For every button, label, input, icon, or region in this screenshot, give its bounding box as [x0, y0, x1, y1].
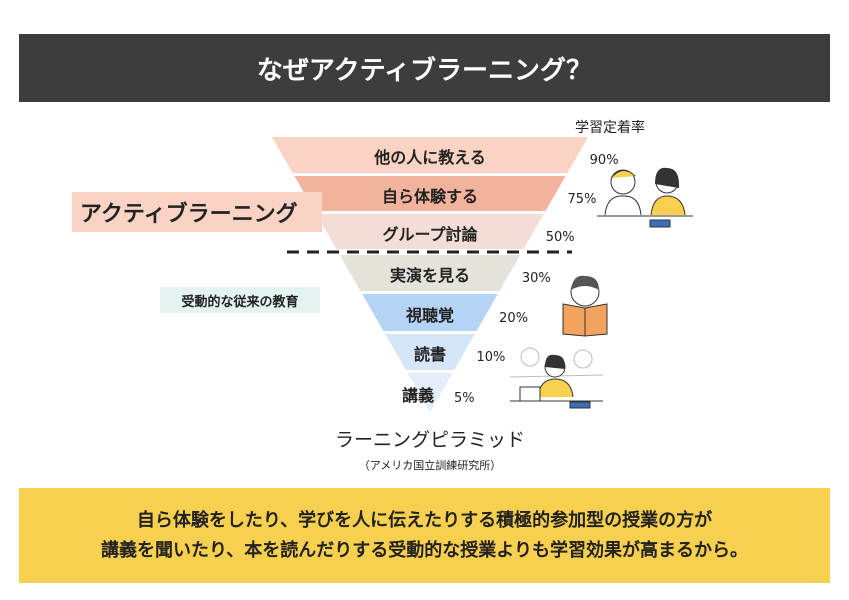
conclusion-banner: 自ら体験をしたり、学びを人に伝えたりする積極的参加型の授業の方が 講義を聞いたり…	[19, 488, 830, 583]
pyramid-level-rate: 5%	[454, 390, 475, 406]
pyramid-level-band	[294, 176, 566, 211]
student-reading-illustration	[562, 275, 608, 337]
student-lecture-illustration	[509, 347, 604, 409]
pyramid-level-rate: 10%	[476, 350, 506, 365]
pyramid-level-band	[362, 294, 498, 331]
pyramid-level-label: 講義	[401, 385, 435, 405]
retention-rate-heading: 学習定着率	[575, 120, 645, 136]
pyramid-level-rate: 50%	[545, 229, 575, 245]
passive-education-label: 受動的な従来の教育	[160, 287, 320, 313]
pyramid-title: ラーニングピラミッド	[334, 429, 526, 451]
students-discussing-illustration	[597, 167, 693, 228]
active-learning-label: アクティブラーニング	[72, 192, 322, 232]
pyramid-level-band	[385, 334, 475, 370]
page-title: なぜアクティブラーニング？	[19, 34, 830, 102]
pyramid-level-rate: 90%	[589, 153, 619, 168]
pyramid-level-label: 他の人に教える	[374, 148, 486, 167]
pyramid-level-band	[407, 373, 453, 412]
pyramid-level-label: 自ら体験する	[381, 186, 479, 206]
pyramid-level-label: 実演を見る	[389, 266, 471, 285]
conclusion-line-1: 自ら体験をしたり、学びを人に伝えたりする積極的参加型の授業の方が	[136, 509, 713, 531]
pyramid-level-label: 視聴覚	[405, 305, 455, 325]
pyramid-level-band	[316, 214, 544, 249]
pyramid-level-label: 読書	[413, 345, 447, 364]
pyramid-level-rate: 75%	[567, 191, 597, 207]
pyramid-level-band	[272, 137, 588, 173]
pyramid-level-rate: 30%	[521, 271, 551, 286]
conclusion-line-2: 講義を聞いたり、本を読んだりする受動的な授業よりも学習効果が高まるから。	[101, 539, 748, 561]
pyramid-level-label: グループ討論	[382, 224, 478, 244]
pyramid-source: （アメリカ国立訓練研究所）	[358, 459, 502, 472]
pyramid-level-rate: 20%	[499, 310, 529, 326]
pyramid-level-band	[339, 255, 521, 291]
